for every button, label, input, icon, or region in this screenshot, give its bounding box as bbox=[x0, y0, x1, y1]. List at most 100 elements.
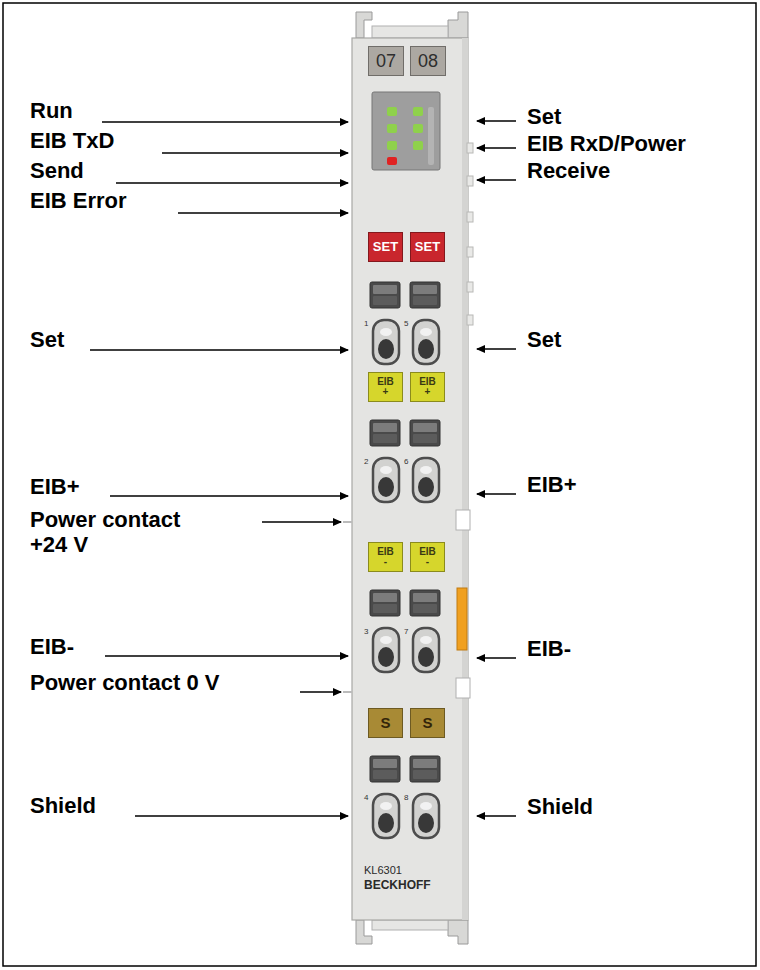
leader-lines-left bbox=[90, 122, 348, 816]
spring-contact bbox=[413, 458, 439, 502]
model-number: KL6301 bbox=[364, 864, 468, 877]
callout-label: EIB- bbox=[527, 636, 571, 661]
callout-label: EIB Error bbox=[30, 188, 127, 213]
marker-text: SET bbox=[373, 240, 398, 254]
spring-contact bbox=[373, 458, 399, 502]
bottom-clip bbox=[448, 920, 468, 944]
leader-line bbox=[110, 495, 348, 497]
edge-tab bbox=[467, 143, 473, 153]
marker-text: EIB - bbox=[375, 547, 397, 568]
led bbox=[413, 141, 423, 150]
release-button bbox=[410, 420, 440, 446]
leader-line bbox=[477, 179, 516, 181]
spring-contact bbox=[373, 628, 399, 672]
callout-label: Shield bbox=[527, 794, 593, 819]
marker-text: S bbox=[380, 715, 390, 731]
pin-number: 8 bbox=[404, 794, 408, 802]
spring-contact bbox=[373, 320, 399, 364]
eib-minus-marker: EIB - bbox=[368, 542, 403, 572]
channel-number: 07 bbox=[368, 46, 404, 76]
marker-text: EIB + bbox=[417, 377, 439, 398]
set-marker: SET bbox=[410, 232, 445, 262]
edge-tab bbox=[467, 176, 473, 186]
marker-text: SET bbox=[415, 240, 440, 254]
terminal-housing: KL6301BECKHOFF 07 08SET SET EIB + EIB + EIB - E… bbox=[352, 38, 468, 920]
release-button bbox=[410, 756, 440, 782]
pin-number: 1 bbox=[364, 320, 368, 328]
leader-line bbox=[477, 493, 516, 495]
power-contact bbox=[343, 691, 352, 693]
housing-side bbox=[462, 38, 468, 920]
pin-number: 5 bbox=[404, 320, 408, 328]
leader-line bbox=[262, 521, 341, 523]
top-clip bbox=[448, 12, 468, 38]
leader-line bbox=[90, 349, 348, 351]
marker-text: EIB - bbox=[417, 547, 439, 568]
leader-lines-right bbox=[477, 121, 516, 816]
frame bbox=[3, 3, 756, 966]
leader-line bbox=[178, 212, 348, 214]
led-strip bbox=[428, 107, 434, 165]
shield-marker: S bbox=[368, 708, 403, 738]
leader-line bbox=[135, 815, 348, 817]
led bbox=[387, 141, 397, 150]
top-rail bbox=[372, 26, 448, 38]
housing-notch bbox=[456, 678, 470, 698]
led bbox=[387, 107, 397, 116]
marker-text: 08 bbox=[418, 52, 438, 71]
led bbox=[387, 157, 397, 165]
housing-notch bbox=[456, 510, 470, 530]
led bbox=[413, 124, 423, 133]
release-button bbox=[410, 282, 440, 308]
marker-text: S bbox=[422, 715, 432, 731]
spring-contact bbox=[413, 320, 439, 364]
callout-label: EIB+ bbox=[527, 472, 577, 497]
leader-line bbox=[477, 815, 516, 817]
callout-label: Set bbox=[527, 327, 561, 352]
edge-tab bbox=[467, 282, 473, 292]
brand-name: BECKHOFF bbox=[364, 878, 468, 892]
eib-plus-marker: EIB + bbox=[410, 372, 445, 402]
eib-plus-marker: EIB + bbox=[368, 372, 403, 402]
leader-line bbox=[162, 152, 348, 154]
top-clip bbox=[356, 12, 372, 38]
leader-line bbox=[477, 147, 516, 149]
leader-line bbox=[102, 121, 348, 123]
callout-label: Power contact +24 V bbox=[30, 507, 205, 558]
set-marker: SET bbox=[368, 232, 403, 262]
edge-tab bbox=[467, 247, 473, 257]
bottom-clip bbox=[356, 920, 372, 944]
power-contact bbox=[343, 521, 352, 523]
callout-label: EIB TxD bbox=[30, 128, 114, 153]
release-button bbox=[410, 590, 440, 616]
leader-line bbox=[477, 657, 516, 659]
marker-text: 07 bbox=[376, 52, 396, 71]
release-button bbox=[370, 590, 400, 616]
leader-line bbox=[477, 348, 516, 350]
release-button bbox=[370, 420, 400, 446]
led-window bbox=[372, 92, 440, 170]
channel-number: 08 bbox=[410, 46, 446, 76]
led bbox=[413, 107, 423, 116]
pin-number: 7 bbox=[404, 628, 408, 636]
spring-contact bbox=[373, 794, 399, 838]
callout-label: EIB RxD/Power bbox=[527, 131, 686, 156]
callout-label: EIB- bbox=[30, 634, 74, 659]
spring-contact bbox=[413, 794, 439, 838]
edge-tab bbox=[467, 212, 473, 222]
callout-label: Shield bbox=[30, 793, 96, 818]
marker-text: EIB + bbox=[375, 377, 397, 398]
orange-marker bbox=[457, 588, 467, 650]
edge-tab bbox=[467, 315, 473, 325]
pin-number: 6 bbox=[404, 458, 408, 466]
callout-label: EIB+ bbox=[30, 474, 80, 499]
pin-number: 3 bbox=[364, 628, 368, 636]
leader-line bbox=[116, 182, 348, 184]
callout-label: Set bbox=[30, 327, 64, 352]
spring-contact bbox=[413, 628, 439, 672]
bottom-rail bbox=[372, 920, 448, 930]
release-button bbox=[370, 282, 400, 308]
leader-line bbox=[105, 655, 348, 657]
terminal-housing bbox=[352, 38, 468, 920]
